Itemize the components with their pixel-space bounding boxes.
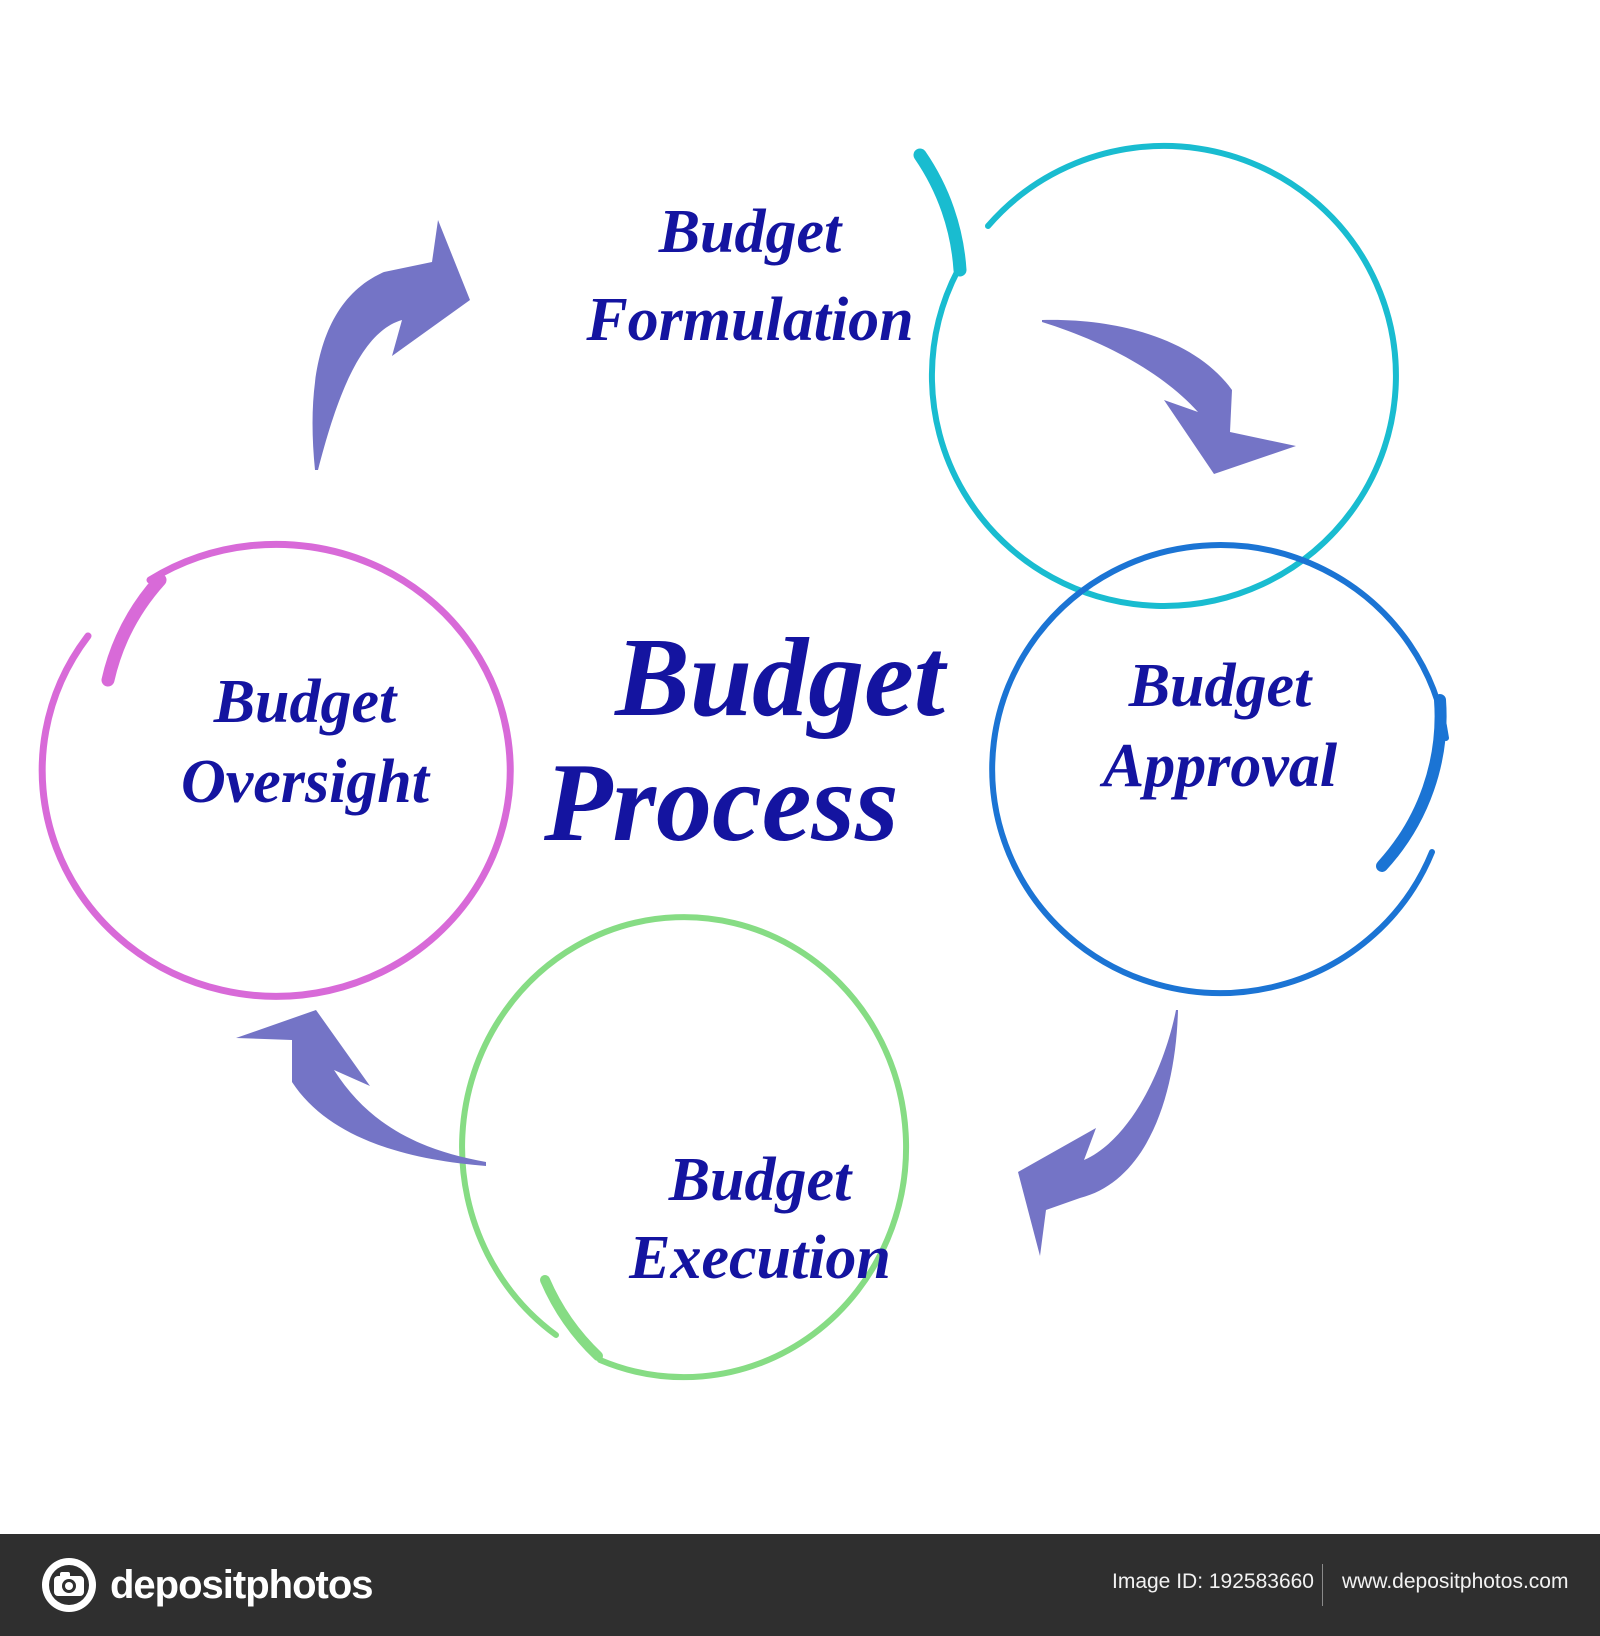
stage-execution-line2: Execution <box>629 1224 891 1293</box>
approval-circle <box>989 542 1449 997</box>
footer-divider <box>1322 1564 1323 1606</box>
stage-oversight-line1: Budget <box>213 668 397 736</box>
footer-bar: depositphotos Image ID: 192583660 www.de… <box>0 1534 1600 1636</box>
arrow-approval-to-execution <box>1018 1010 1178 1256</box>
diagram-canvas: Budget Formulation Budget Approval Budge… <box>38 142 1449 1381</box>
stage-label-formulation: Budget Formulation <box>510 198 990 354</box>
brand-name: depositphotos <box>110 1562 374 1607</box>
stage-approval-line1: Budget <box>1128 652 1312 720</box>
stage-label-oversight: Budget Oversight <box>70 668 540 816</box>
stage-approval-line2: Approval <box>1102 732 1338 801</box>
center-title-line1: Budget <box>615 616 945 740</box>
image-id-text: Image ID: 192583660 <box>1112 1570 1314 1593</box>
camera-icon <box>42 1558 96 1612</box>
oversight-circle <box>38 540 514 1000</box>
execution-circle-overlap <box>540 1275 603 1361</box>
brand-logo[interactable]: depositphotos <box>40 1556 374 1614</box>
arrow-oversight-to-formulation <box>312 220 470 470</box>
stage-execution-line1: Budget <box>668 1146 852 1214</box>
execution-circle <box>459 914 910 1381</box>
approval-circle-overlap <box>1376 694 1447 872</box>
formulation-circle-overlap <box>913 148 967 277</box>
stage-formulation-line1: Budget <box>658 198 842 266</box>
formulation-circle <box>928 142 1399 609</box>
arrow-formulation-to-approval <box>1042 319 1296 474</box>
site-url-link[interactable]: www.depositphotos.com <box>1342 1570 1569 1593</box>
center-title: Budget Process <box>520 616 980 867</box>
stage-oversight-line2: Oversight <box>181 748 429 817</box>
stage-label-approval: Budget Approval <box>1000 652 1440 800</box>
stage-formulation-line2: Formulation <box>586 286 914 355</box>
diagram-svg <box>38 142 1449 1381</box>
arrow-execution-to-oversight <box>236 1010 486 1166</box>
center-title-line2: Process <box>544 741 899 866</box>
oversight-circle-overlap <box>101 573 167 687</box>
stage-label-execution: Budget Execution <box>530 1146 990 1292</box>
